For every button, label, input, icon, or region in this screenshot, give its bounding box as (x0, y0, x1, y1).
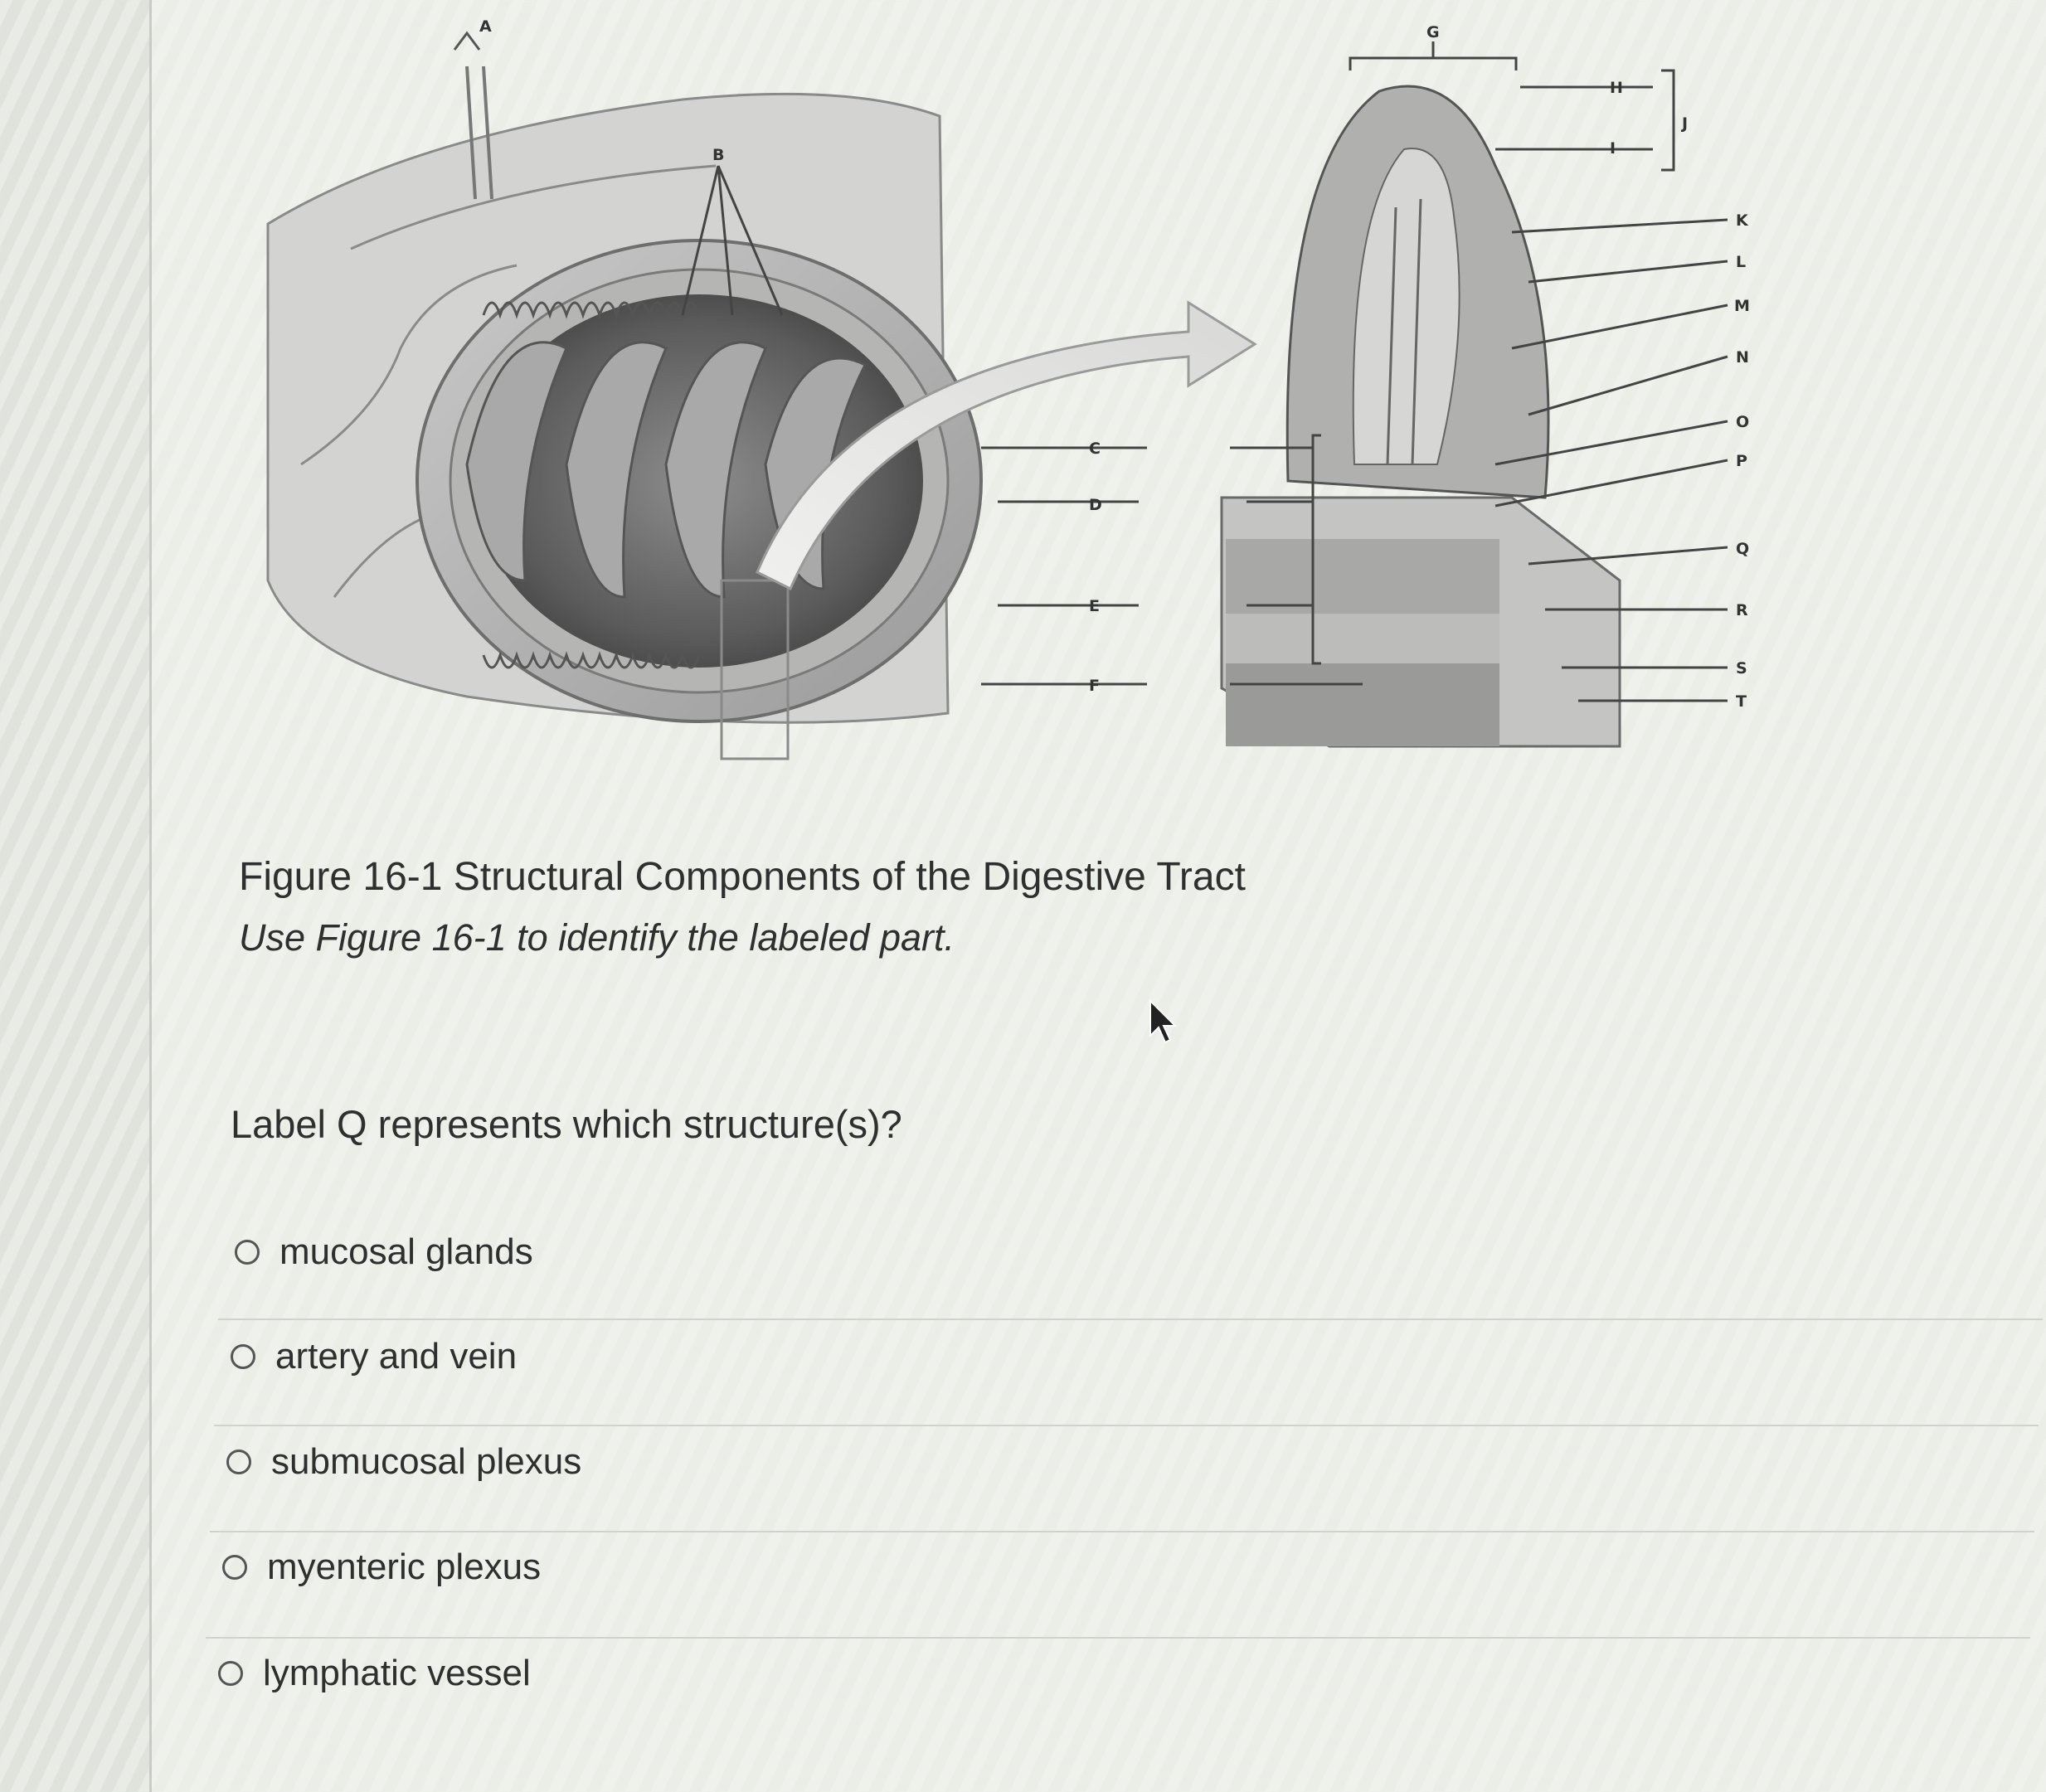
label-j: J (1680, 114, 1688, 133)
answer-option[interactable]: myenteric plexus (222, 1534, 541, 1600)
answer-label: artery and vein (275, 1336, 517, 1377)
option-divider (218, 1319, 2043, 1320)
mouse-pointer-icon (1147, 999, 1180, 1050)
label-k: K (1736, 211, 1749, 230)
label-t: T (1736, 692, 1747, 711)
label-a: A (479, 17, 492, 36)
label-h: H (1610, 79, 1623, 97)
answer-label: submucosal plexus (271, 1441, 581, 1483)
question-instruction: Use Figure 16-1 to identify the labeled … (239, 916, 955, 959)
answer-label: lymphatic vessel (263, 1653, 531, 1694)
option-divider (210, 1531, 2034, 1532)
label-o: O (1736, 413, 1749, 431)
label-g: G (1426, 23, 1440, 41)
label-f: F (1089, 677, 1100, 695)
answer-label: myenteric plexus (267, 1547, 541, 1588)
figure-caption: Figure 16-1 Structural Components of the… (239, 854, 1246, 900)
quiz-page: A B C D E F G H I J K L M N O P Q R S T … (149, 0, 2046, 1792)
label-d: D (1089, 496, 1102, 514)
question-text: Label Q represents which structure(s)? (231, 1101, 902, 1147)
radio-button[interactable] (226, 1450, 251, 1474)
figure-illustration: A B C D E F G H I J K L M N O P Q R S T (251, 0, 1827, 796)
label-p: P (1736, 452, 1747, 470)
radio-button[interactable] (235, 1240, 260, 1265)
label-l: L (1736, 253, 1746, 271)
label-q: Q (1736, 540, 1749, 558)
digestive-tract-figure: A B C D E F G H I J K L M N O P Q R S T (251, 0, 1827, 796)
label-n: N (1736, 348, 1749, 367)
label-r: R (1736, 601, 1748, 619)
radio-button[interactable] (218, 1661, 243, 1686)
answer-option[interactable]: submucosal plexus (226, 1429, 581, 1495)
answer-label: mucosal glands (279, 1231, 533, 1273)
radio-button[interactable] (231, 1344, 255, 1369)
label-i: I (1610, 139, 1616, 158)
answer-option[interactable]: mucosal glands (235, 1219, 533, 1285)
option-divider (214, 1425, 2039, 1426)
answer-option[interactable]: lymphatic vessel (218, 1640, 531, 1707)
answer-option[interactable]: artery and vein (231, 1323, 517, 1390)
radio-button[interactable] (222, 1555, 247, 1580)
label-b: B (712, 146, 724, 164)
label-s: S (1736, 659, 1747, 677)
label-c: C (1089, 440, 1101, 458)
label-m: M (1734, 297, 1750, 315)
option-divider (206, 1637, 2030, 1639)
label-e: E (1089, 597, 1100, 615)
